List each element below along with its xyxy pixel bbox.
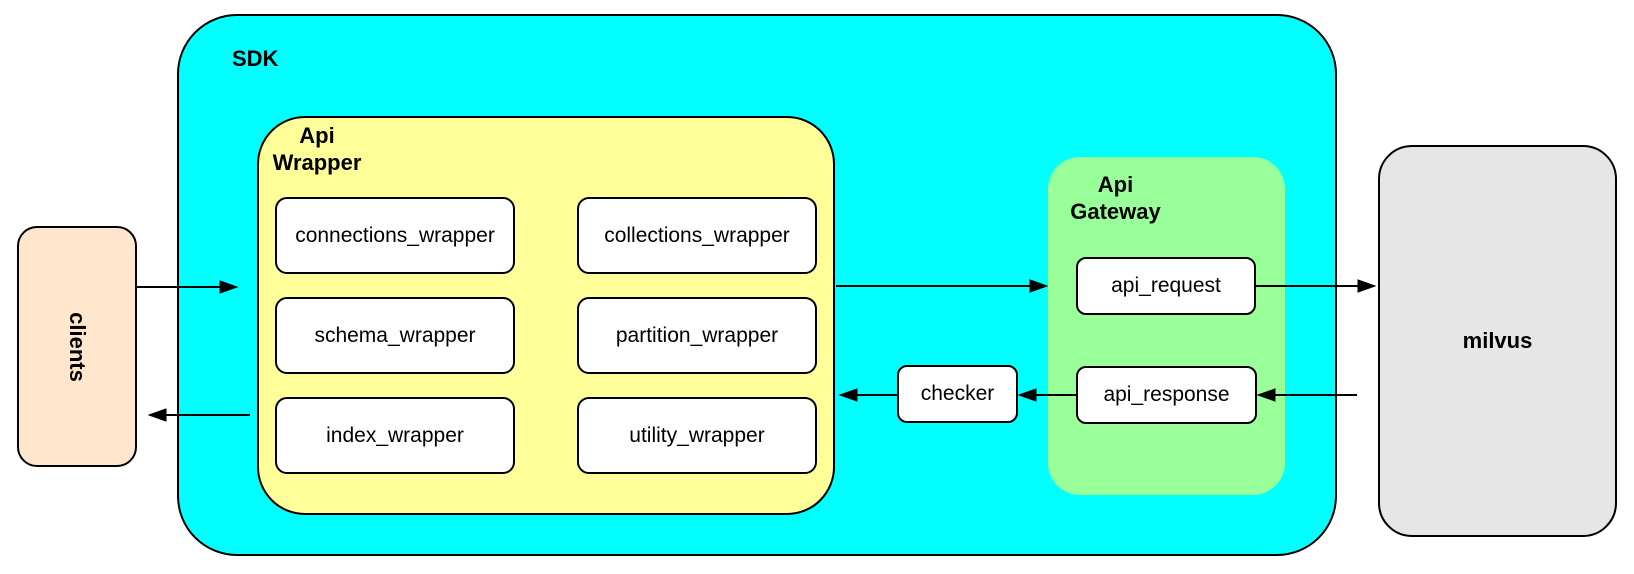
- node-partition-wrapper: partition_wrapper: [577, 297, 817, 374]
- api-gateway-container: Api Gateway: [1048, 157, 1285, 495]
- node-schema-wrapper: schema_wrapper: [275, 297, 515, 374]
- sdk-label: SDK: [232, 46, 279, 71]
- node-connections-wrapper: connections_wrapper: [275, 197, 515, 274]
- node-collections-wrapper: collections_wrapper: [577, 197, 817, 274]
- node-index-wrapper: index_wrapper: [275, 397, 515, 474]
- api-wrapper-label: Api Wrapper: [262, 122, 372, 176]
- milvus-label: milvus: [1462, 328, 1533, 353]
- node-checker: checker: [897, 365, 1018, 423]
- clients-label: clients: [64, 311, 90, 382]
- api-gateway-label-line1: Api: [1097, 172, 1134, 197]
- api-gateway-label: Api Gateway: [1058, 171, 1173, 225]
- api-wrapper-label-line2: Wrapper: [272, 150, 362, 175]
- node-utility-wrapper: utility_wrapper: [577, 397, 817, 474]
- api-gateway-label-line2: Gateway: [1070, 199, 1161, 224]
- milvus-node: milvus: [1378, 145, 1617, 537]
- node-api-response: api_response: [1076, 366, 1257, 424]
- api-wrapper-label-line1: Api: [299, 123, 335, 148]
- clients-node: clients: [17, 226, 137, 467]
- node-api-request: api_request: [1076, 257, 1256, 315]
